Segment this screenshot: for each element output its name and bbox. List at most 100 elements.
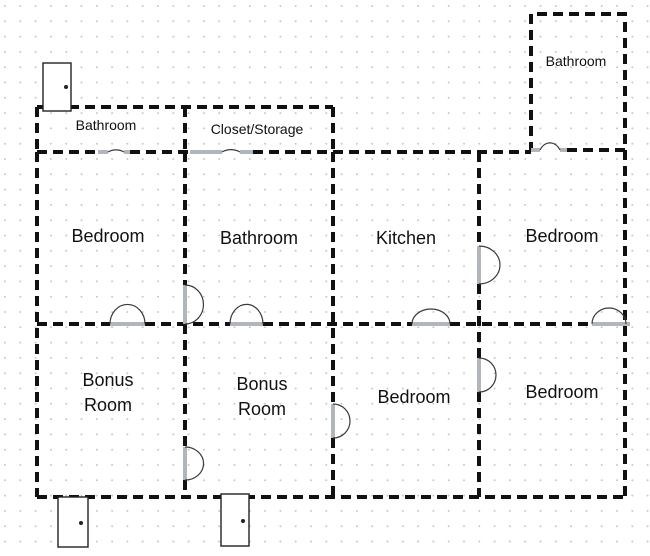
grid-dot (233, 433, 236, 436)
grid-dot (202, 525, 205, 528)
grid-dot (4, 402, 6, 405)
grid-dot (34, 96, 37, 99)
grid-dot (187, 142, 190, 145)
grid-dot (340, 50, 343, 53)
grid-dot (80, 20, 83, 23)
grid-dot (4, 311, 6, 313)
grid-dot (80, 249, 83, 252)
grid-dot (4, 464, 6, 466)
grid-dot (508, 448, 511, 451)
grid-dot (4, 20, 6, 23)
grid-dot (646, 96, 649, 99)
grid-dot (264, 540, 267, 543)
grid-dot (187, 418, 190, 421)
grid-dot (478, 35, 481, 38)
grid-dot (141, 188, 144, 191)
grid-dot (126, 448, 129, 451)
grid-dot (340, 479, 343, 482)
grid-dot (141, 433, 144, 436)
grid-dot (19, 341, 22, 344)
grid-dot (310, 20, 312, 23)
grid-dot (264, 127, 267, 130)
grid-dot (524, 311, 527, 313)
grid-dot (355, 81, 358, 84)
grid-dot (340, 20, 343, 23)
grid-dot (126, 479, 129, 482)
grid-dot (279, 66, 282, 69)
grid-dot (49, 448, 52, 451)
grid-dot (65, 173, 68, 176)
grid-dot (371, 311, 374, 313)
grid-dot (432, 265, 435, 268)
grid-dot (539, 5, 542, 7)
grid-dot (34, 525, 37, 528)
grid-dot (325, 479, 328, 482)
grid-dot (126, 20, 129, 23)
grid-dot (264, 464, 267, 466)
grid-dot (157, 234, 159, 237)
grid-dot (539, 280, 542, 283)
grid-dot (218, 464, 221, 466)
grid-dot (463, 464, 465, 466)
grid-dot (401, 66, 404, 69)
grid-dot (570, 311, 573, 313)
grid-dot (585, 96, 588, 99)
grid-dot (80, 234, 83, 237)
grid-dot (371, 173, 374, 176)
grid-dot (202, 479, 205, 482)
grid-dot (111, 372, 114, 375)
grid-dot (264, 249, 267, 252)
grid-dot (539, 234, 542, 237)
grid-dot (371, 81, 374, 84)
grid-dot (417, 525, 420, 528)
grid-dot (49, 295, 52, 298)
door-swing (591, 307, 627, 325)
grid-dot (325, 295, 328, 298)
grid-dot (248, 402, 251, 405)
grid-dot (294, 479, 297, 482)
grid-dot (631, 479, 634, 482)
grid-dot (631, 356, 634, 359)
grid-dot (493, 5, 496, 7)
grid-dot (447, 173, 450, 176)
grid-dot (141, 479, 144, 482)
grid-dot (34, 50, 37, 53)
grid-dot (111, 402, 114, 405)
grid-dot (325, 5, 328, 7)
grid-dot (233, 158, 236, 160)
grid-dot (417, 509, 420, 512)
grid-dot (95, 265, 98, 268)
grid-dot (340, 203, 343, 206)
grid-dot (172, 433, 175, 436)
grid-dot (508, 341, 511, 344)
grid-dot (401, 311, 404, 313)
grid-dot (401, 402, 404, 405)
grid-dot (386, 219, 389, 222)
grid-dot (202, 265, 205, 268)
grid-dot (508, 66, 511, 69)
grid-dot (355, 50, 358, 53)
grid-dot (294, 418, 297, 421)
grid-dot (80, 418, 83, 421)
grid-dot (80, 372, 83, 375)
grid-dot (646, 540, 649, 543)
grid-dot (340, 448, 343, 451)
grid-dot (401, 81, 404, 84)
grid-dot (600, 479, 603, 482)
grid-dot (401, 387, 404, 390)
grid-dot (248, 387, 251, 390)
grid-dot (508, 35, 511, 38)
grid-dot (463, 494, 465, 497)
grid-dot (401, 326, 404, 329)
grid-dot (600, 188, 603, 191)
grid-dot (524, 234, 527, 237)
grid-dot (310, 402, 312, 405)
grid-dot (447, 96, 450, 99)
grid-dot (4, 479, 6, 482)
grid-dot (279, 219, 282, 222)
grid-dot (616, 66, 618, 69)
grid-dot (554, 96, 557, 99)
grid-dot (141, 81, 144, 84)
grid-dot (325, 81, 328, 84)
grid-dot (111, 448, 114, 451)
